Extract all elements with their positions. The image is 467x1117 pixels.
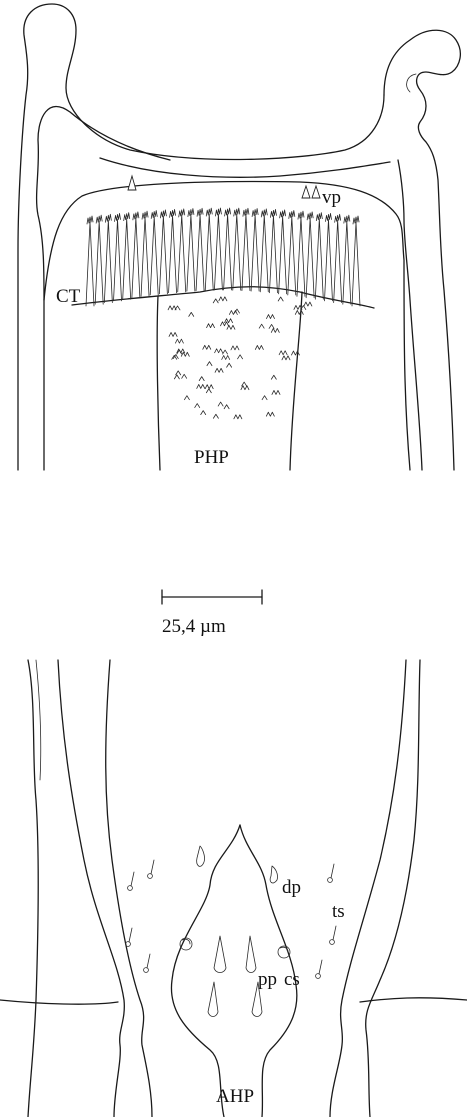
ahp-central-lobe <box>171 825 240 1117</box>
label-pp: pp <box>258 969 277 990</box>
crossbar-lower-edge <box>100 158 390 177</box>
lower-right-flap <box>360 998 467 1002</box>
label-php: PHP <box>194 447 229 468</box>
label-cs: cs <box>284 969 300 990</box>
label-dp: dp <box>282 877 301 898</box>
label-vp: vp <box>322 187 341 208</box>
ts-setae <box>126 860 336 978</box>
label-ts: ts <box>332 901 345 922</box>
dp-spine-right <box>270 866 277 883</box>
lower-right-tube-b <box>366 660 420 1117</box>
lower-left-tube-a <box>58 660 124 1117</box>
cs-pores <box>180 938 290 958</box>
right-arm-inner <box>398 160 422 470</box>
php-right-wall <box>290 292 302 470</box>
posterior-hypopharynx-panel: vp CT PHP <box>18 4 460 470</box>
lower-left-tube-b <box>106 660 152 1117</box>
label-ct: CT <box>56 286 81 307</box>
dp-spine-left <box>197 846 205 866</box>
scale-bar-label: 25,4 µm <box>162 616 226 637</box>
ct-comb-teeth <box>86 208 360 306</box>
label-ahp: AHP <box>216 1086 254 1107</box>
php-left-wall <box>157 296 160 470</box>
pp-spines <box>208 936 262 1017</box>
scale-bar: 25,4 µm <box>162 590 262 637</box>
php-hair-field <box>168 297 312 419</box>
right-arm-loop <box>407 74 416 92</box>
vp-spines <box>128 176 320 198</box>
lower-left-outer <box>28 660 38 1117</box>
lower-left-flap <box>0 1000 118 1004</box>
right-arm-outline <box>384 30 460 470</box>
lower-left-outer-2 <box>36 660 41 780</box>
ct-base-line <box>72 287 374 308</box>
anterior-hypopharynx-panel: dp ts cs pp AHP <box>0 660 467 1117</box>
